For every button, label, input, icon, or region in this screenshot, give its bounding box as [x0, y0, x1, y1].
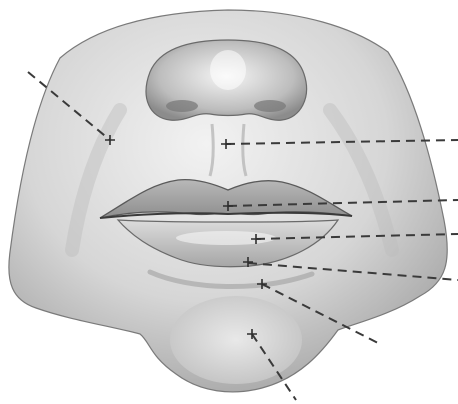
nostril-left: [166, 100, 198, 112]
nose-highlight: [210, 50, 246, 90]
nostril-right: [254, 100, 286, 112]
chin: [170, 296, 302, 384]
